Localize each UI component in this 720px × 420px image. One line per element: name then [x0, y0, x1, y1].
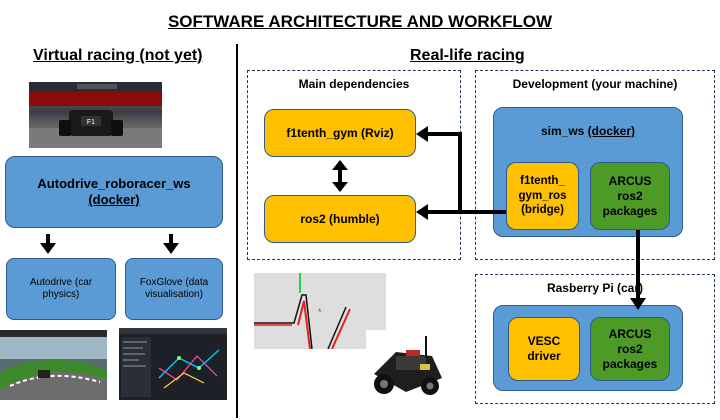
page-title: SOFTWARE ARCHITECTURE AND WORKFLOW	[167, 12, 553, 31]
arcus-ros2-packages-dev-box: ARCUS ros2 packages	[590, 162, 670, 230]
foxglove-box: FoxGlove (data visualisation)	[125, 258, 223, 320]
real-life-racing-heading: Real-life racing	[410, 47, 525, 64]
rviz-track-screenshot: *	[254, 273, 386, 349]
development-label: Development (your machine)	[512, 77, 678, 91]
raspberry-pi-label: Rasberry Pi (car)	[546, 281, 644, 295]
rc-car-photo	[366, 330, 448, 402]
svg-text:F1: F1	[87, 119, 95, 126]
f1tenth-gym-ros-bridge-box: f1tenth_ gym_ros (bridge)	[506, 162, 579, 230]
autodrive-roboracer-ws-box: Autodrive_roboracer_ws (docker)	[5, 156, 223, 228]
arcus-ros2-packages-car-box: ARCUS ros2 packages	[590, 317, 670, 381]
section-divider	[236, 44, 238, 418]
ws-name: Autodrive_roboracer_ws	[37, 175, 191, 191]
arrow-dev-to-raspberry-pi	[630, 230, 646, 310]
ws-docker-label: (docker)	[88, 192, 140, 207]
main-dependencies-label: Main dependencies	[298, 77, 410, 91]
foxglove-screenshot	[119, 328, 227, 400]
arrow-ws-to-autodrive	[40, 234, 56, 254]
development-group	[475, 70, 715, 260]
autodrive-box: Autodrive (car physics)	[6, 258, 116, 320]
ros2-box: ros2 (humble)	[264, 195, 416, 243]
sim-ws-docker-label: (docker)	[587, 124, 636, 138]
arrow-gym-ros2-bidirectional	[332, 160, 348, 192]
svg-text:*: *	[318, 307, 322, 317]
autodrive-track-screenshot	[0, 330, 107, 400]
f1tenth-gym-box: f1tenth_gym (Rviz)	[264, 109, 416, 157]
sim-ws-name: sim_ws (docker)	[540, 124, 636, 138]
raspberry-pi-group	[475, 274, 715, 404]
virtual-racing-heading: Virtual racing (not yet)	[33, 47, 203, 64]
arrow-ws-to-foxglove	[163, 234, 179, 254]
vesc-driver-box: VESC driver	[508, 317, 580, 381]
autodrive-simulator-screenshot: F1	[29, 82, 162, 148]
arrow-bridge-to-f1tenth-gym-and-ros2	[416, 126, 506, 220]
